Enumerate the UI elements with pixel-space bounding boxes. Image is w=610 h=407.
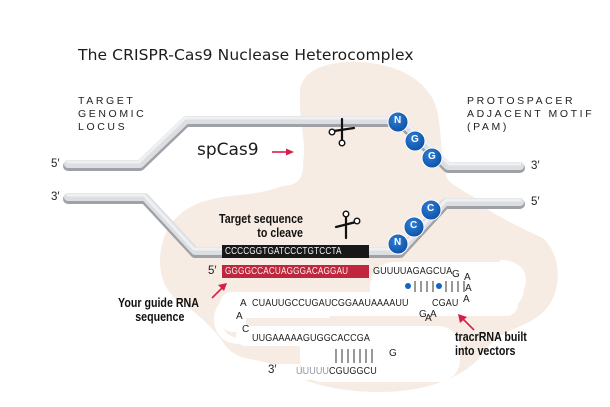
pam-top-letter: G (411, 134, 419, 145)
pam-top-base-2 (404, 130, 426, 152)
guide-rna-box (222, 265, 369, 278)
loop-letter: A (464, 272, 471, 283)
rna-3prime-label: 3′ (268, 364, 277, 376)
pam-bottom (387, 199, 442, 255)
tracrrna-arrow (458, 314, 475, 331)
pam-top (387, 111, 443, 169)
pam-top-letter: N (394, 115, 402, 126)
left-loop-letter: A (236, 311, 243, 322)
left-loop-letter: A (240, 298, 247, 309)
bottom-right-end-label: 5′ (531, 196, 540, 208)
pam-label-line: ADJACENT MOTIF (467, 108, 595, 120)
target-locus-line: TARGET (78, 95, 136, 107)
target-locus-line: GENOMIC (78, 108, 147, 120)
target-dna-box (222, 245, 369, 258)
wobble-pair-dot (405, 283, 411, 289)
guide-rna-sequence: GGGGCCACUAGGGACAGGAU (225, 265, 349, 277)
guide-rna-line: sequence (135, 309, 185, 324)
rna-hairpin-stem (300, 326, 460, 382)
tracrrna-line2-sequence: UUGAAAAAGUGGCACCGA (252, 332, 370, 344)
guide-rna-line: Your guide RNA (118, 295, 199, 310)
loop-letter: A (465, 283, 472, 294)
guide-rna-label: Your guide RNA sequence (118, 296, 199, 324)
loop-letter: G (452, 269, 460, 280)
tracrrna-line1-sequence: CUAUUGCCUGAUCGGAAUAAAAUU (252, 297, 409, 309)
pam-bottom-letter: C (427, 203, 435, 214)
pam-label-line: (PAM) (467, 121, 509, 133)
rna-loop-left-inner (246, 318, 406, 326)
target-locus-line: LOCUS (78, 121, 128, 133)
poly-u-tail: UUUUU (296, 365, 330, 377)
target-sequence-line: to cleave (257, 225, 303, 240)
crrna-repeat-sequence: GUUUUAGAGCUA (373, 265, 453, 277)
hairpin-loop-letter: G (389, 348, 397, 359)
guide-5prime-label: 5′ (208, 265, 217, 277)
pam-bottom-base-3 (420, 199, 442, 221)
pam-bottom-base-2 (403, 216, 425, 238)
left-loop-letter: C (242, 324, 250, 335)
guide-rna-arrow (211, 283, 227, 299)
top-left-end-label: 5′ (51, 158, 60, 170)
pam-top-base-1 (387, 111, 409, 133)
target-sequence-line: Target sequence (219, 211, 303, 226)
page-title: The CRISPR-Cas9 Nuclease Heterocomplex (78, 46, 414, 64)
pam-bottom-letter: C (410, 220, 418, 231)
spcas9-label: spCas9 (197, 140, 259, 160)
scissors-icon (328, 117, 356, 147)
cas9-blob-cutout (185, 118, 304, 188)
pam-bottom-base-1 (387, 233, 409, 255)
bulge-letter: A (425, 313, 432, 324)
top-right-end-label: 3′ (531, 160, 540, 172)
scissors-icon (334, 210, 361, 240)
pam-top-letter: G (428, 151, 436, 162)
base-pair-lines-hairpin (335, 349, 373, 363)
spcas9-arrow (272, 148, 294, 156)
bulge-letter: G (419, 309, 427, 320)
tracrrna-line: into vectors (455, 343, 516, 358)
cas9-blob-cutout-right (467, 150, 610, 270)
tracrrna-line: tracrRNA built (455, 329, 527, 344)
bottom-left-end-label: 3′ (51, 191, 60, 203)
pam-top-base-3 (421, 147, 443, 169)
target-dna-sequence: CCCCGGTGATCCCTGTCCTA (225, 245, 342, 257)
pam-label-line: PROTOSPACER (467, 95, 576, 107)
pam-bottom-letter: N (394, 237, 402, 248)
tracrrna-line1-end-sequence: CGAU (432, 297, 459, 309)
tracrrna-line3: UUUUUCGUGGCU (296, 365, 377, 377)
pam-label: PROTOSPACER ADJACENT MOTIF (PAM) (467, 95, 594, 134)
tracrrna-label: tracrRNA built into vectors (455, 330, 527, 358)
target-locus-label: TARGET GENOMIC LOCUS (78, 95, 146, 134)
rna-tail-wedge (262, 364, 300, 382)
rna-loop-hairpin-right (370, 262, 524, 312)
target-sequence-label: Target sequence to cleave (219, 212, 303, 240)
tracrrna-line3-sequence: CGUGGCU (329, 365, 377, 377)
loop-letter: A (463, 294, 470, 305)
wobble-pair-dot (436, 283, 442, 289)
bulge-letter: A (430, 309, 437, 320)
dna-top-strand (63, 116, 525, 173)
base-pair-lines-upper (414, 281, 465, 292)
